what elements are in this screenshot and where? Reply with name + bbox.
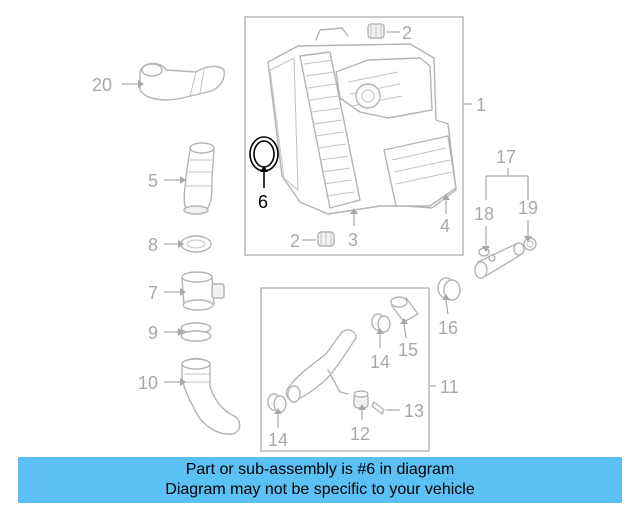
grommet-part-top[interactable] (367, 23, 385, 39)
clamp-part-14-lower[interactable] (267, 393, 287, 413)
clamp-part-14-upper[interactable] (371, 313, 391, 333)
callout-7: 7 (148, 283, 158, 303)
air-filter-element-part[interactable] (299, 51, 361, 209)
clamp-part-16[interactable] (437, 277, 461, 301)
leader-lines (122, 31, 529, 428)
callout-14-lower: 14 (268, 430, 288, 450)
hose-part-10[interactable] (181, 357, 241, 435)
callout-16: 16 (438, 318, 458, 338)
elbow-boot-part-5[interactable] (183, 142, 215, 215)
callout-5: 5 (148, 171, 158, 191)
o-ring-part-19[interactable] (523, 237, 537, 251)
callout-11: 11 (440, 377, 459, 397)
callout-8: 8 (148, 235, 158, 255)
callout-17: 17 (496, 147, 516, 167)
intake-hose-part-20[interactable] (139, 62, 225, 101)
breather-hose-part-11[interactable] (285, 329, 357, 403)
cap-part-12[interactable] (353, 390, 369, 409)
callout-2-bottom: 2 (290, 231, 300, 251)
gasket-part-8[interactable] (180, 235, 212, 253)
callout-4: 4 (440, 216, 450, 236)
callout-6: 6 (258, 192, 268, 212)
assembly-box-1 (244, 16, 464, 256)
clip-part-13[interactable] (371, 401, 385, 415)
callout-6-arrowhead (260, 166, 268, 172)
air-mass-meter-part-7[interactable] (181, 271, 225, 311)
callout-18: 18 (474, 204, 494, 224)
arrowheads (138, 80, 532, 414)
callout-10: 10 (138, 373, 158, 393)
banner-line-1: Part or sub-assembly is #6 in diagram (185, 461, 455, 478)
grommet-part-bottom[interactable] (317, 231, 335, 247)
assembly-box-11 (260, 287, 430, 452)
callout-9: 9 (148, 323, 158, 343)
seal-ring-part-6[interactable] (249, 136, 279, 172)
callout-14-upper: 14 (370, 352, 390, 372)
callout-2-top: 2 (402, 23, 412, 43)
clamp-part-9[interactable] (180, 322, 212, 342)
callout-3: 3 (348, 230, 358, 250)
air-cleaner-housing-part[interactable] (267, 27, 457, 215)
callout-12: 12 (350, 424, 370, 444)
callout-20: 20 (92, 75, 112, 95)
pipe-assembly-part-17[interactable] (474, 242, 525, 279)
callout-15: 15 (398, 340, 418, 360)
callout-1: 1 (476, 95, 486, 115)
parts-diagram: 20 5 8 7 9 10 2 2 1 3 4 6 17 18 19 16 15… (92, 16, 538, 452)
info-banner: Part or sub-assembly is #6 in diagram Di… (18, 457, 622, 503)
callout-19: 19 (518, 198, 538, 218)
banner-line-2: Diagram may not be specific to your vehi… (165, 481, 475, 498)
callout-13: 13 (404, 401, 424, 421)
hose-part-15[interactable] (390, 296, 419, 323)
